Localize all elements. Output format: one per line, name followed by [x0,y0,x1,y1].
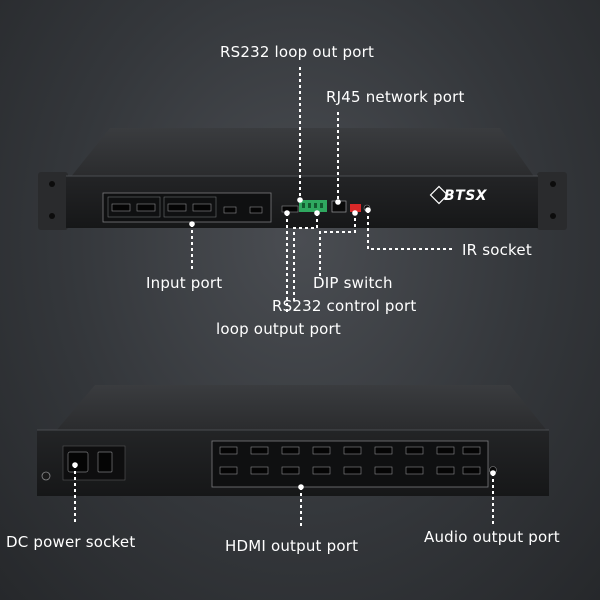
label-dip-switch: DIP switch [313,274,393,292]
label-input-port: Input port [146,274,223,292]
label-ir-socket: IR socket [462,241,532,259]
top-device [38,128,567,230]
hdmi-output-ports [219,446,481,475]
label-rj45-network-port: RJ45 network port [326,88,465,106]
iec-socket [67,451,89,473]
label-hdmi-output-port: HDMI output port [225,537,359,555]
top-device-lid [70,128,535,178]
power-switch [97,451,113,473]
label-loop-output-port: loop output port [216,320,342,338]
ground-screw [41,471,51,481]
label-dc-power-socket: DC power socket [6,533,136,551]
brand-logo: BTSX [444,188,488,204]
label-rs232-loop-out: RS232 loop out port [220,43,375,61]
bottom-device-lid [55,385,548,432]
label-rs232-control-port: RS232 control port [272,297,417,315]
leader-lines [72,67,496,527]
dip-switch-body [350,204,361,212]
bottom-device [37,385,549,496]
rack-ear-left [38,172,68,230]
rack-ear-right [537,172,567,230]
label-audio-output-port: Audio output port [424,528,560,546]
